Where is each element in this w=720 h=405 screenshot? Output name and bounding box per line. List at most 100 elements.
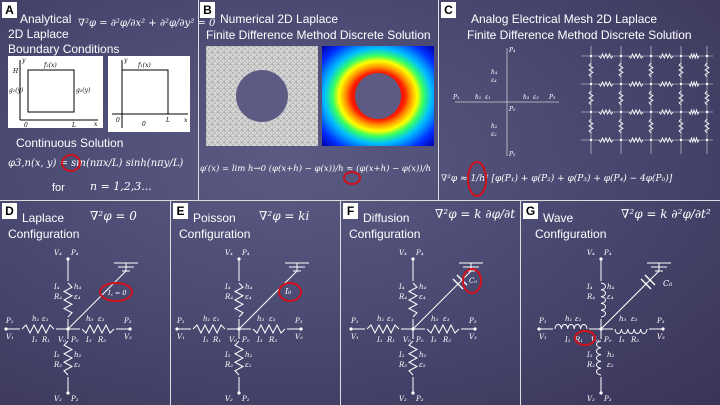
mesh-node — [589, 54, 593, 58]
resistor — [407, 282, 419, 318]
circuit-node — [537, 327, 541, 331]
mesh-resistor — [628, 52, 644, 60]
divider-a-b — [198, 0, 199, 200]
mesh-node — [589, 82, 593, 86]
panel-a: A Analytical 2D Laplace Boundary Conditi… — [0, 0, 215, 200]
circuit-node — [473, 327, 477, 331]
mesh-resistor — [658, 136, 674, 144]
panel-title: Diffusion — [363, 211, 410, 225]
circuit-label-e2: ε₂ — [419, 361, 426, 369]
circuit-label-h4: h₄ — [607, 283, 615, 291]
circuit-label-r2: R₂ — [586, 361, 595, 369]
mesh-resistor — [588, 90, 594, 106]
circuit-label-r2: R₂ — [53, 361, 62, 369]
config-equation: ∇²φ = ki — [259, 209, 310, 223]
highlight-circle — [278, 282, 302, 302]
circuit-label-v0: V₀ — [58, 336, 66, 344]
circuit-node — [349, 327, 353, 331]
circuit-label-i2: I₂ — [586, 351, 593, 359]
mesh-resistor — [588, 62, 594, 78]
mesh-resistor — [658, 52, 674, 60]
panel-title: Poisson — [193, 211, 236, 225]
resistor — [192, 323, 226, 335]
mesh-resistor — [704, 62, 710, 78]
panel-tag: F — [343, 203, 358, 219]
circuit-label-p3: P₃ — [123, 317, 132, 325]
horizontal-divider — [0, 200, 720, 201]
circuit-label-h1: h₁ — [32, 315, 40, 323]
circuit-label-p4: P₄ — [241, 249, 250, 257]
circuit-label-e4: ε₄ — [607, 293, 614, 301]
mesh-resistor — [598, 52, 614, 60]
mesh-node — [705, 54, 709, 58]
label-p3: P₃ — [548, 94, 556, 101]
circuit-node — [299, 327, 303, 331]
panel-title-2: Configuration — [349, 227, 421, 241]
mesh-node — [589, 110, 593, 114]
circuit-label-e4: ε₄ — [419, 293, 426, 301]
circuit-label-v4: V₄ — [225, 249, 233, 257]
finite-difference-derivative: φ′(x) = lim h→0 (φ(x+h) − φ(x))/h ≈ (φ(x… — [200, 164, 431, 174]
panel-title: Wave — [543, 211, 574, 225]
mesh-node — [619, 82, 623, 86]
circuit-label-p1: P₁ — [350, 317, 359, 325]
circuit-label-r4: R₄ — [224, 293, 233, 301]
circuit-label-e1: ε₁ — [387, 315, 394, 323]
mesh-resistor — [648, 62, 654, 78]
mesh-resistor — [688, 108, 700, 116]
circuit-label-p2: P₂ — [603, 395, 612, 403]
circuit-label-v2: V₂ — [587, 395, 595, 403]
discrete-laplace-equation: ∇²φ ≈ 1/h² [φ(P₁) + φ(P₂) + φ(P₃) + φ(P₄… — [441, 174, 673, 184]
circuit-label-p0: P₀ — [603, 336, 612, 344]
for-label: for — [52, 182, 65, 194]
mesh-resistor — [704, 90, 710, 106]
panel-title-3: Boundary Conditions — [8, 42, 120, 56]
mesh-resistor — [618, 118, 624, 134]
laplace-equation: ∇²φ = ∂²φ/∂x² + ∂²φ/∂y² = 0 — [78, 18, 216, 29]
circuit-node — [411, 327, 415, 331]
circuit-label-p3: P₃ — [294, 317, 303, 325]
circuit-label-e3: ε₃ — [98, 315, 105, 323]
label-zero: 0 — [24, 122, 28, 128]
panel-title: Numerical 2D Laplace — [220, 12, 339, 26]
label-e1: ε₁ — [485, 94, 491, 101]
circuit-label-v2: V₂ — [399, 395, 407, 403]
mesh-resistor — [648, 118, 654, 134]
panel-b: B Numerical 2D Laplace Finite Difference… — [198, 0, 438, 200]
heatmap-image — [322, 46, 434, 146]
circuit-label-i2: I₂ — [398, 351, 405, 359]
highlight-circle — [462, 268, 482, 294]
circuit-node — [175, 327, 179, 331]
circuit-node — [237, 327, 241, 331]
panel-title-2: Configuration — [535, 227, 607, 241]
panel-title: Analog Electrical Mesh 2D Laplace — [471, 12, 658, 26]
circuit-label-e2: ε₂ — [245, 361, 252, 369]
circuit-label-e3: ε₃ — [631, 315, 638, 323]
circuit-label-p1: P₁ — [5, 317, 14, 325]
circuit-label-h2: h₂ — [607, 351, 615, 359]
divider-d-e — [170, 200, 171, 405]
circuit-label-p4: P₄ — [415, 249, 424, 257]
circuit-label-r1: R₁ — [574, 336, 583, 344]
circuit-label-i4: I₄ — [586, 283, 593, 291]
mesh-node — [679, 110, 683, 114]
mesh-resistor — [618, 62, 624, 78]
circuit-node — [411, 257, 415, 261]
label-h1: h₁ — [475, 94, 481, 101]
circuit-label-v2: V₂ — [225, 395, 233, 403]
continuous-solution: φ3,n(x, y) = sin(nπx/L) sinh(nπy/L) — [8, 158, 184, 169]
circuit-label-r3: R₃ — [268, 336, 277, 344]
circuit-label-p2: P₂ — [70, 395, 79, 403]
circuit-label-v0: V₀ — [229, 336, 237, 344]
label-h4: h₄ — [491, 69, 498, 76]
circuit-label-h3: h₃ — [257, 315, 265, 323]
circuit-label-v3: V₃ — [657, 333, 665, 341]
circuit-label-p0: P₀ — [415, 336, 424, 344]
circuit-label-e1: ε₁ — [575, 315, 582, 323]
highlight-circle — [574, 330, 596, 346]
circuit-element-label: I꜀ = 0 — [108, 289, 127, 297]
